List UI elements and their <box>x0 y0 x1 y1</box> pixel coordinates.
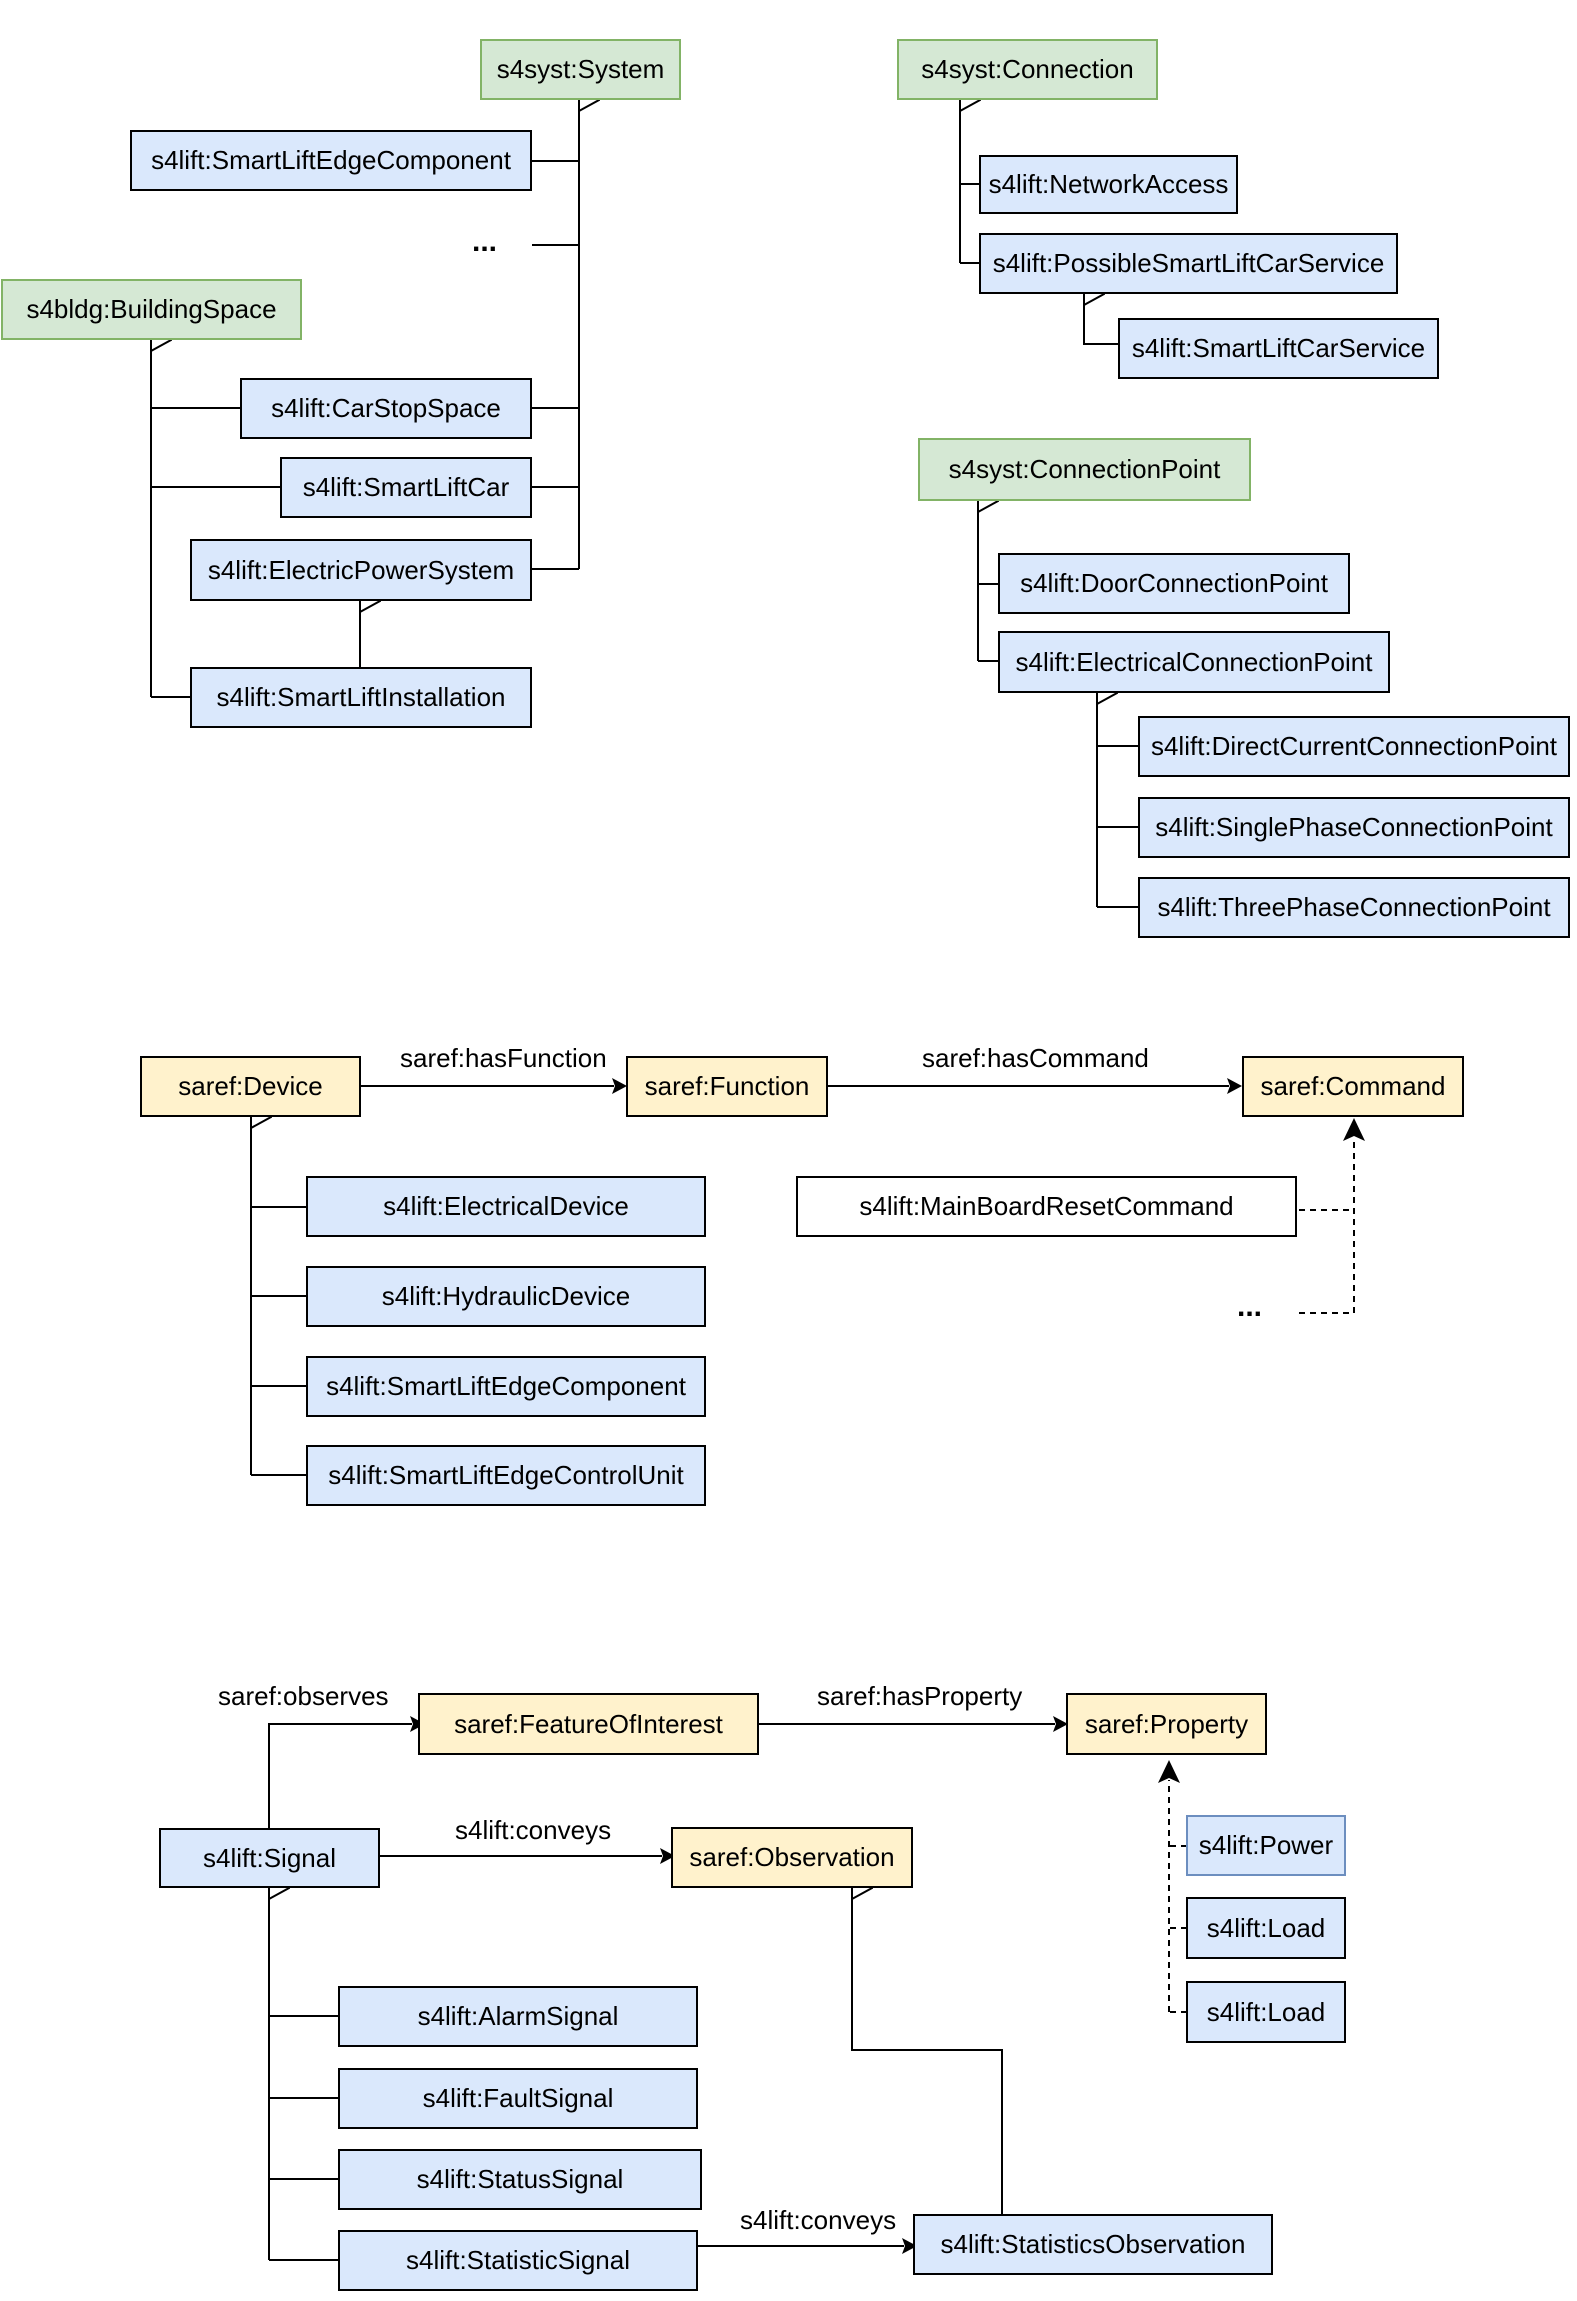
node-s4lift-networkaccess: s4lift:NetworkAccess <box>979 155 1238 214</box>
node-s4lift-singlephaseconnectionpoint: s4lift:SinglePhaseConnectionPoint <box>1138 797 1570 858</box>
node-s4lift-electricalconnectionpoint: s4lift:ElectricalConnectionPoint <box>998 631 1390 693</box>
arrowhead-property-instance <box>1158 1760 1180 1783</box>
node-s4lift-smartliftedgecontrolunit: s4lift:SmartLiftEdgeControlUnit <box>306 1445 706 1506</box>
node-s4bldg-buildingspace: s4bldg:BuildingSpace <box>1 279 302 340</box>
node-s4lift-directcurrentconnectionpoint: s4lift:DirectCurrentConnectionPoint <box>1138 716 1570 777</box>
label-observes: saref:observes <box>218 1681 389 1711</box>
node-s4lift-signal: s4lift:Signal <box>159 1828 380 1888</box>
node-s4lift-threephaseconnectionpoint: s4lift:ThreePhaseConnectionPoint <box>1138 877 1570 938</box>
label-conveys-statistic: s4lift:conveys <box>740 2205 897 2235</box>
label-has-function: saref:hasFunction <box>400 1043 607 1073</box>
node-s4lift-electricpowersystem: s4lift:ElectricPowerSystem <box>190 539 532 601</box>
assoc-observes <box>268 1723 412 1828</box>
node-s4lift-hydraulicdevice: s4lift:HydraulicDevice <box>306 1266 706 1327</box>
node-s4lift-mainboardresetcommand: s4lift:MainBoardResetCommand <box>796 1176 1297 1237</box>
node-s4lift-smartliftcarservice: s4lift:SmartLiftCarService <box>1118 318 1439 379</box>
node-saref-function: saref:Function <box>626 1056 828 1117</box>
node-s4lift-faultsignal: s4lift:FaultSignal <box>338 2068 698 2129</box>
label-has-property: saref:hasProperty <box>817 1681 1023 1711</box>
label-has-command: saref:hasCommand <box>922 1043 1149 1073</box>
arrowhead-observes <box>410 1716 425 1732</box>
node-s4lift-load-1: s4lift:Load <box>1186 1897 1346 1959</box>
arrowhead-has-property <box>1053 1716 1068 1732</box>
node-s4lift-carstopspace: s4lift:CarStopSpace <box>240 378 532 439</box>
node-saref-featureofinterest: saref:FeatureOfInterest <box>418 1693 759 1755</box>
node-s4lift-possiblesmartliftcarservice: s4lift:PossibleSmartLiftCarService <box>979 233 1398 294</box>
node-s4lift-smartliftinstallation: s4lift:SmartLiftInstallation <box>190 667 532 728</box>
node-s4lift-power: s4lift:Power <box>1186 1815 1346 1876</box>
observation-generalization <box>851 1888 1003 2214</box>
arrowhead-has-command <box>1227 1078 1242 1094</box>
arrowhead-conveys-signal <box>660 1848 675 1864</box>
node-s4lift-smartliftedgecomponent: s4lift:SmartLiftEdgeComponent <box>130 130 532 191</box>
node-saref-property: saref:Property <box>1066 1693 1267 1755</box>
ellipsis-command: ... <box>1237 1290 1263 1323</box>
node-s4lift-alarmsignal: s4lift:AlarmSignal <box>338 1986 698 2047</box>
node-s4syst-connectionpoint: s4syst:ConnectionPoint <box>918 438 1251 501</box>
node-s4lift-statussignal: s4lift:StatusSignal <box>338 2149 702 2210</box>
arrowhead-has-function <box>612 1078 627 1094</box>
arrowhead-command-instance <box>1343 1118 1365 1141</box>
node-s4lift-load-2: s4lift:Load <box>1186 1981 1346 2043</box>
node-s4syst-system: s4syst:System <box>480 39 681 100</box>
node-saref-device: saref:Device <box>140 1056 361 1117</box>
ellipsis-system: ... <box>472 225 498 258</box>
arrowhead-conveys-statistic <box>902 2238 917 2254</box>
node-saref-command: saref:Command <box>1242 1056 1464 1117</box>
node-s4lift-electricaldevice: s4lift:ElectricalDevice <box>306 1176 706 1237</box>
node-s4lift-statisticsignal: s4lift:StatisticSignal <box>338 2230 698 2291</box>
node-s4lift-doorconnectionpoint: s4lift:DoorConnectionPoint <box>998 553 1350 614</box>
node-s4lift-smartliftedgecomponent-device: s4lift:SmartLiftEdgeComponent <box>306 1356 706 1417</box>
node-s4lift-statisticsobservation: s4lift:StatisticsObservation <box>913 2214 1273 2275</box>
node-s4syst-connection: s4syst:Connection <box>897 39 1158 100</box>
node-saref-observation: saref:Observation <box>671 1827 913 1888</box>
node-s4lift-smartliftcar: s4lift:SmartLiftCar <box>280 457 532 518</box>
label-conveys-signal: s4lift:conveys <box>455 1815 612 1845</box>
service-generalization <box>1083 294 1118 345</box>
